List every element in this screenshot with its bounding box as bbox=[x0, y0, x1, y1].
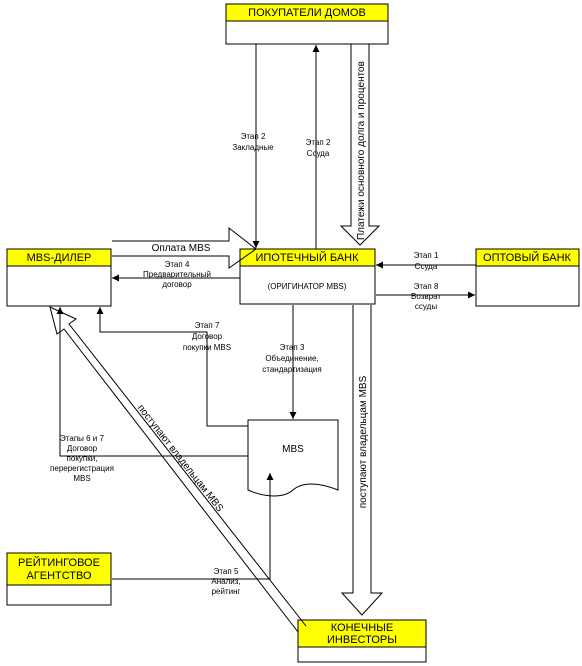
mortgage-bank-subtitle: (ОРИГИНАТОР MBS) bbox=[268, 282, 347, 291]
step5-label: Этап 5 Анализ, рейтинг bbox=[211, 567, 240, 596]
mortgage-bank-title: ИПОТЕЧНЫЙ БАНК bbox=[255, 251, 359, 264]
step3-label: Этап 3 Объединение, стандартизация bbox=[262, 343, 321, 374]
mbs-document-box: MBS bbox=[247, 419, 339, 497]
step8-line1: Этап 8 bbox=[414, 282, 439, 291]
step8-label: Этап 8 Возврат ссуды bbox=[411, 282, 441, 311]
step3-line2: Объединение, bbox=[265, 354, 318, 363]
step2-loan-label: Этап 2 Ссуда bbox=[306, 138, 331, 158]
mbs-payment-label: Оплата MBS bbox=[152, 243, 211, 254]
owners-diagonal-hollow-arrow bbox=[49, 306, 307, 633]
step4-line3: договор bbox=[162, 280, 192, 289]
step3-line3: стандартизация bbox=[262, 365, 321, 374]
step67-line5: MBS bbox=[73, 474, 90, 483]
step7-purchase-arrow bbox=[96, 307, 248, 427]
rating-agency-box: РЕЙТИНГОВОЕ АГЕНТСТВО bbox=[6, 552, 112, 606]
end-investors-title-1: КОНЕЧНЫЕ bbox=[331, 622, 393, 634]
owners-vertical-label: поступают владельцам MBS bbox=[358, 375, 369, 508]
step8-line2: Возврат bbox=[411, 292, 441, 301]
step1-line1: Этап 1 bbox=[414, 251, 439, 260]
step5-line3: рейтинг bbox=[212, 587, 241, 596]
mbs-dealer-title: MBS-ДИЛЕР bbox=[27, 252, 92, 264]
step67-line2: Договор bbox=[67, 444, 98, 453]
step8-line3: ссуды bbox=[415, 302, 437, 311]
step3-line1: Этап 3 bbox=[280, 343, 305, 352]
homebuyers-title: ПОКУПАТЕЛИ ДОМОВ bbox=[248, 7, 366, 19]
step67-line1: Этапы 6 и 7 bbox=[60, 434, 104, 443]
step2b-line1: Этап 2 bbox=[306, 138, 331, 147]
step7-label: Этап 7 Договор покупки MBS bbox=[183, 321, 231, 352]
step67-line4: перерегистрация bbox=[50, 464, 114, 473]
mbs-document-label: MBS bbox=[282, 444, 304, 455]
mortgage-bank-box: ИПОТЕЧНЫЙ БАНК (ОРИГИНАТОР MBS) bbox=[239, 248, 376, 305]
step4-label: Этап 4 Предварительный договор bbox=[143, 260, 211, 289]
step4-line2: Предварительный bbox=[143, 270, 211, 279]
step4-line1: Этап 4 bbox=[165, 260, 190, 269]
mbs-dealer-box: MBS-ДИЛЕР bbox=[6, 248, 112, 307]
payments-hollow-arrow bbox=[339, 44, 381, 246]
end-investors-box: КОНЕЧНЫЕ ИНВЕСТОРЫ bbox=[297, 619, 427, 663]
step2a-line2: Закладные bbox=[232, 143, 274, 152]
rating-agency-title-2: АГЕНТСТВО bbox=[26, 570, 92, 582]
owners-diagonal-label: поступают владельцам MBS bbox=[135, 403, 225, 514]
mbs-payment-hollow-arrow bbox=[112, 226, 257, 269]
step5-line1: Этап 5 bbox=[214, 567, 239, 576]
step2b-line2: Ссуда bbox=[307, 149, 330, 158]
step67-arrow bbox=[56, 307, 248, 457]
owners-vertical-hollow-arrow bbox=[340, 305, 384, 616]
step67-label: Этапы 6 и 7 Договор покупки, перерегистр… bbox=[50, 434, 114, 483]
end-investors-title-2: ИНВЕСТОРЫ bbox=[327, 634, 397, 646]
step67-line3: покупки, bbox=[67, 454, 98, 463]
step5-line2: Анализ, bbox=[211, 577, 240, 586]
step7-line1: Этап 7 bbox=[195, 321, 220, 330]
step7-line2: Договор bbox=[192, 332, 223, 341]
step2a-line1: Этап 2 bbox=[241, 132, 266, 141]
wholesale-bank-box: ОПТОВЫЙ БАНК bbox=[475, 248, 580, 307]
step7-line3: покупки MBS bbox=[183, 343, 231, 352]
rating-agency-title-1: РЕЙТИНГОВОЕ bbox=[18, 556, 100, 569]
step5-rating-arrow bbox=[112, 473, 274, 580]
payments-label: Платежи основного долга и процентов bbox=[356, 61, 367, 240]
step2-mortgages-label: Этап 2 Закладные bbox=[232, 132, 274, 152]
homebuyers-box: ПОКУПАТЕЛИ ДОМОВ bbox=[225, 3, 389, 45]
step1-label: Этап 1 Ссуда bbox=[414, 251, 439, 271]
wholesale-bank-title: ОПТОВЫЙ БАНК bbox=[483, 251, 572, 264]
step1-line2: Ссуда bbox=[415, 262, 438, 271]
